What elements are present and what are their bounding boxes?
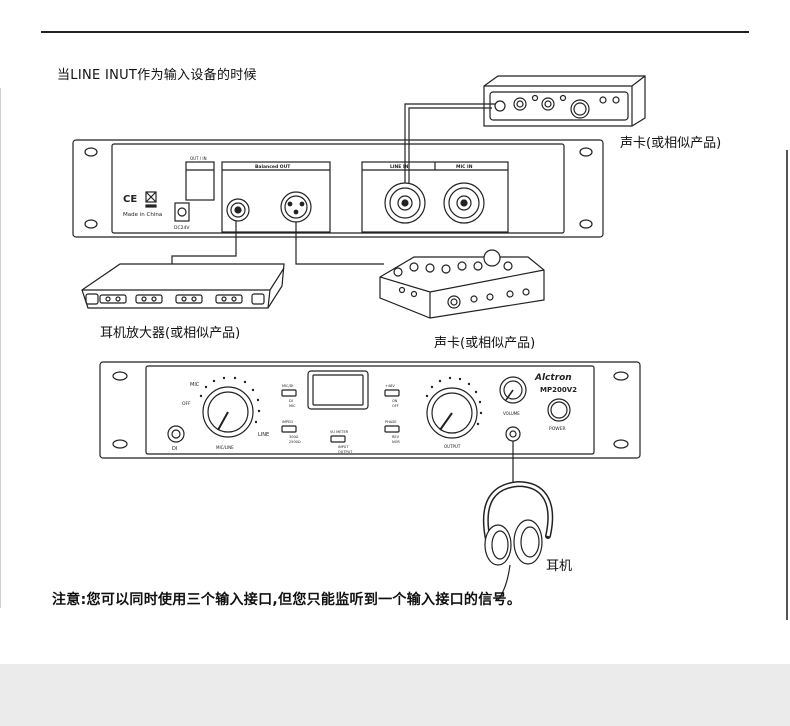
- mp200-vu-meter-label: VU METER: [330, 430, 349, 434]
- mp200-z2500-label: 2500Ω: [289, 440, 301, 444]
- caption-headphone-amp: 耳机放大器(或相似产品): [100, 326, 241, 341]
- rack-out-label: OUT / IN: [190, 156, 207, 161]
- page-heading: 当LINE INUT作为输入设备的时候: [57, 68, 257, 83]
- top-rule: [41, 31, 749, 33]
- rack-ce-mark: CE: [123, 194, 137, 205]
- caption-headphones: 耳机: [546, 559, 573, 574]
- mp200-micline-label: MIC/LINE: [216, 445, 234, 450]
- mp200-line-label: LINE: [258, 432, 269, 438]
- left-edge-rule: [0, 88, 1, 608]
- mp200-nor-label: NOR: [392, 440, 400, 444]
- mp200-off2-label: OFF: [392, 404, 399, 408]
- mp200-brand: Alctron: [534, 373, 572, 383]
- mp200-input-label: INPUT: [338, 445, 349, 449]
- mp200-micdi-label: MIC/DI: [282, 384, 293, 388]
- rack-made-in-label: Made in China: [123, 212, 162, 218]
- mp200-power-label: POWER: [549, 426, 566, 432]
- mp200-off-label: OFF: [182, 401, 191, 407]
- rack-back-panel: [72, 139, 604, 238]
- rack-line-in-label: LINE IN: [390, 164, 409, 170]
- caption-soundcard-top: 声卡(或相似产品): [620, 136, 722, 151]
- headphones-device: [482, 480, 554, 601]
- rack-balanced-out-label: Balanced OUT: [255, 164, 291, 170]
- rack-mic-in-label: MIC IN: [456, 164, 473, 170]
- headphone-amp-device: [81, 263, 285, 309]
- mp200-imped-label: IMPED: [282, 420, 293, 424]
- caption-soundcard-mid: 声卡(或相似产品): [434, 336, 536, 351]
- cable-soundcard-mid: [295, 222, 384, 265]
- soundcard-top-device: [483, 75, 646, 127]
- rack-dc-label: DC24V: [174, 225, 190, 231]
- mp200-mic-label: MIC: [190, 382, 200, 388]
- right-edge-rule: [786, 150, 788, 620]
- mp200-front-panel: [99, 361, 641, 459]
- mp200-on-label: ON: [392, 399, 398, 403]
- mp200-phase-label: PHASE: [385, 420, 397, 424]
- mp200-output-sel-label: OUTPUT: [338, 450, 353, 454]
- mp200-mic-sel-label: MIC: [289, 404, 296, 408]
- mp200-model: MP200V2: [540, 386, 577, 394]
- mp200-di-sel-label: DI: [289, 399, 293, 403]
- mp200-z300-label: 300Ω: [289, 435, 299, 439]
- mp200-phantom-label: +48V: [385, 384, 395, 388]
- mp200-rev-label: REV: [392, 435, 400, 439]
- usage-note: 注意:您可以同时使用三个输入接口,但您只能监听到一个输入接口的信号。: [52, 592, 522, 608]
- soundcard-mid-device: [379, 249, 545, 319]
- knob-scale-marks: [199, 376, 483, 426]
- footer-band: [0, 664, 790, 726]
- cable-headphone-amp: [171, 221, 237, 270]
- mp200-volume-label: VOLUME: [503, 411, 520, 416]
- mp200-di-label: DI: [172, 446, 177, 452]
- mp200-output-label: OUTPUT: [444, 444, 461, 449]
- cable-line-in: [404, 103, 496, 183]
